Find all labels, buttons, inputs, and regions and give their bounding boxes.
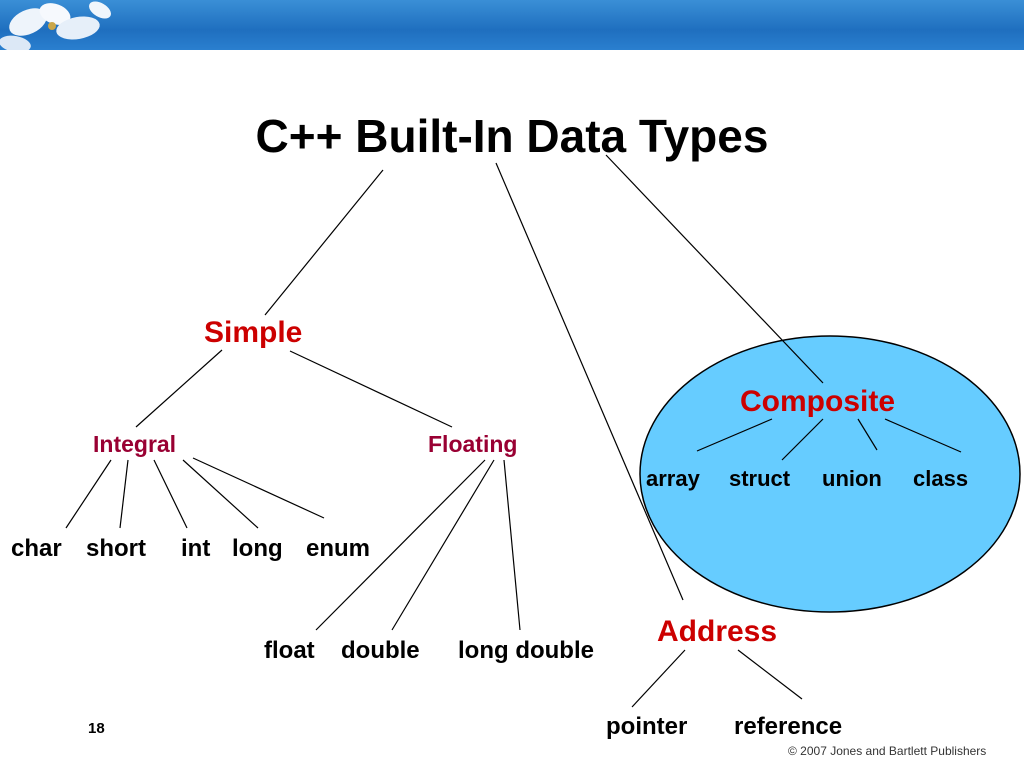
type-float: float bbox=[264, 637, 315, 664]
type-union: union bbox=[822, 466, 882, 491]
type-pointer: pointer bbox=[606, 713, 688, 740]
flower-icon bbox=[0, 1, 111, 50]
connector-title-address bbox=[495, 162, 684, 601]
type-enum: enum bbox=[306, 535, 371, 562]
type-class: class bbox=[913, 466, 969, 491]
copyright-notice: © 2007 Jones and Bartlett Publishers bbox=[788, 744, 987, 758]
connector-composite-union bbox=[857, 418, 878, 451]
connector-simple-floating bbox=[289, 350, 453, 428]
connector-floating-double bbox=[391, 459, 495, 631]
category-simple: Simple bbox=[204, 316, 303, 349]
type-int: int bbox=[181, 535, 211, 562]
connector-integral-long bbox=[182, 459, 259, 529]
type-struct: struct bbox=[729, 466, 791, 491]
connector-integral-short bbox=[119, 459, 129, 529]
connector-composite-struct bbox=[781, 418, 824, 461]
connector-address-reference bbox=[737, 649, 803, 700]
type-reference: reference bbox=[734, 713, 843, 740]
type-char: char bbox=[11, 535, 62, 562]
slide-number: 18 bbox=[88, 720, 105, 737]
connector-composite-class bbox=[884, 418, 962, 453]
connector-address-pointer bbox=[631, 649, 686, 708]
type-double: double bbox=[341, 637, 420, 664]
type-short: short bbox=[86, 535, 146, 562]
connector-title-simple bbox=[264, 169, 384, 316]
header-banner bbox=[0, 0, 1024, 50]
subcategory-integral: Integral bbox=[93, 431, 177, 457]
connector-floating-longdouble bbox=[503, 459, 521, 631]
type-long: long bbox=[232, 535, 283, 562]
connector-composite-array bbox=[696, 418, 773, 452]
composite-group-ellipse bbox=[639, 335, 1021, 613]
type-array: array bbox=[646, 466, 700, 491]
connector-title-composite bbox=[605, 154, 824, 384]
page-title: C++ Built-In Data Types bbox=[255, 110, 769, 162]
subcategory-floating: Floating bbox=[428, 431, 518, 457]
connector-floating-float bbox=[315, 459, 486, 631]
connector-integral-enum bbox=[192, 457, 325, 519]
connector-integral-char bbox=[65, 459, 112, 529]
type-long-double: long double bbox=[458, 637, 594, 664]
connector-integral-int bbox=[153, 459, 188, 529]
category-composite: Composite bbox=[740, 385, 896, 418]
category-address: Address bbox=[657, 615, 778, 648]
connector-simple-integral bbox=[135, 349, 223, 428]
